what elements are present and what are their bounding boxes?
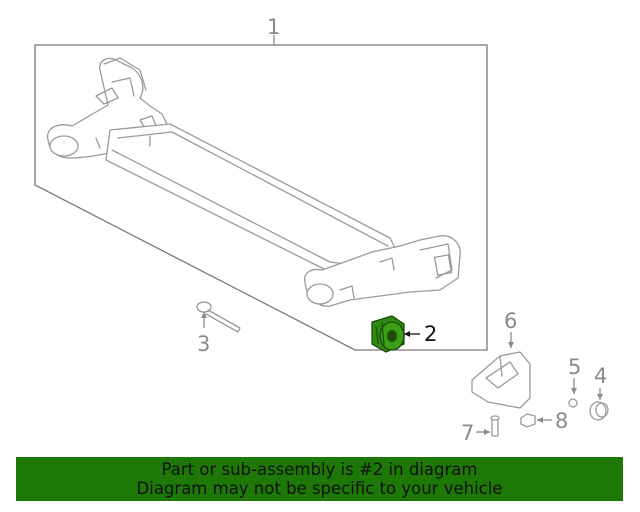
bracket-part-6 xyxy=(471,351,531,409)
callout-7: 7 xyxy=(461,421,474,445)
washer-part-5 xyxy=(568,398,578,408)
callout-3: 3 xyxy=(197,332,210,356)
callout-8: 8 xyxy=(555,409,568,433)
banner-line-1: Part or sub-assembly is #2 in diagram xyxy=(161,460,478,479)
callout-2: 2 xyxy=(424,322,437,346)
callout-4: 4 xyxy=(594,364,607,388)
callout-6: 6 xyxy=(504,309,517,333)
parts-diagram: 1 2 3 4 5 6 7 8 xyxy=(34,15,609,445)
assembly-boundary xyxy=(34,44,488,351)
callout-leaders xyxy=(201,35,603,435)
rear-axle-beam xyxy=(46,57,461,307)
bolt-part-3 xyxy=(196,301,241,333)
bushing-part-2 xyxy=(371,315,405,353)
info-banner: Part or sub-assembly is #2 in diagram Di… xyxy=(16,457,623,501)
bolt-part-7 xyxy=(490,415,500,437)
bushing-part-4 xyxy=(589,401,609,421)
nut-part-8 xyxy=(520,413,536,428)
callout-1: 1 xyxy=(267,15,280,39)
banner-line-2: Diagram may not be specific to your vehi… xyxy=(136,479,503,498)
callout-5: 5 xyxy=(568,355,581,379)
